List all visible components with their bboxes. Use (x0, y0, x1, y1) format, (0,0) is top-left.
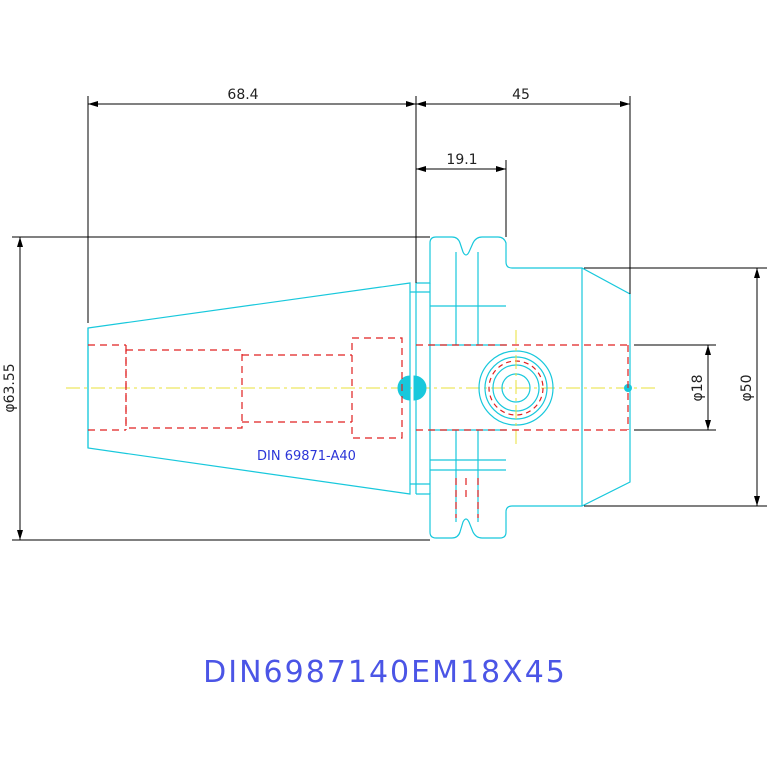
dim-flange-diameter-label: φ63.55 (2, 363, 18, 412)
dim-45-label: 45 (512, 87, 530, 103)
center-marker (397, 375, 632, 401)
hidden-lines (88, 337, 629, 518)
dim-body-diameter-label: φ50 (739, 374, 755, 401)
taper-outline (87, 282, 411, 495)
setscrew-hole (478, 330, 554, 446)
dim-bore-diameter-label: φ18 (690, 374, 706, 401)
dim-19-1-label: 19.1 (446, 152, 477, 168)
dim-68-4-label: 68.4 (227, 87, 258, 103)
standard-label: DIN 69871-A40 (257, 449, 356, 464)
dimension-lines (12, 96, 767, 541)
drawing-title: DIN6987140EM18X45 (203, 655, 567, 690)
